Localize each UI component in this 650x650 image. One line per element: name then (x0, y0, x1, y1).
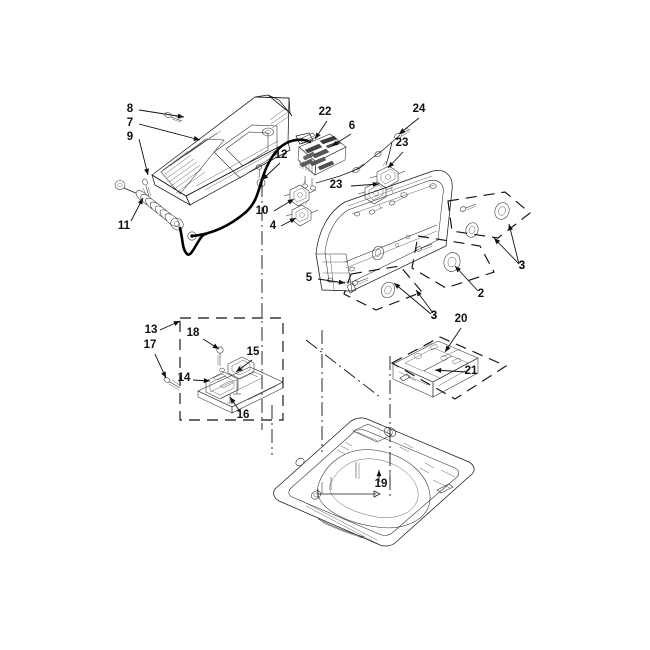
subassembly-20-dashed-diamond (390, 336, 508, 400)
harness-upper-branch (315, 127, 411, 184)
callout-number-20: 20 (455, 313, 468, 325)
leader-arrowhead-20 (445, 345, 451, 352)
callout-number-23: 23 (396, 137, 409, 149)
callout-number-5: 5 (306, 272, 313, 284)
leader-arrowhead-9 (144, 168, 149, 175)
leader-arrowhead-3 (494, 238, 501, 245)
callout-number-24: 24 (413, 103, 426, 115)
leader-arrowhead-2 (455, 266, 462, 273)
part-21-dispenser-housing (392, 340, 479, 398)
part-9-screw (142, 178, 152, 198)
leader-line-7 (138, 123, 201, 141)
leader-arrowhead-6 (332, 140, 339, 146)
callout-number-23: 23 (330, 179, 343, 191)
part-3-fastener-set-lower-right (411, 235, 495, 289)
leader-arrowhead-17 (161, 371, 166, 378)
callout-number-3: 3 (431, 310, 437, 322)
part-12-wire-harness (190, 132, 314, 238)
callout-number-4: 4 (270, 220, 277, 232)
part-3-fastener-set-lower-left (343, 265, 423, 311)
part-11-coil-spring-assembly (114, 180, 208, 256)
leader-arrowhead-4 (289, 218, 296, 224)
part-18-pin (216, 346, 224, 366)
leader-arrowhead-21 (435, 367, 442, 373)
leader-arrowhead-11 (137, 198, 143, 205)
leader-arrowhead-22 (315, 132, 321, 139)
leader-arrowhead-19 (376, 470, 382, 477)
callout-number-19: 19 (375, 478, 388, 490)
leader-arrowhead-10 (287, 199, 294, 205)
leader-arrowhead-12 (262, 173, 269, 180)
callout-number-2: 2 (478, 288, 484, 300)
callout-number-16: 16 (237, 409, 250, 421)
part-14-15-16-actuator (197, 356, 284, 414)
callout-leader-lines (130, 109, 520, 482)
callout-number-15: 15 (247, 346, 260, 358)
loose-screws-console (327, 197, 404, 283)
leader-line-3 (393, 282, 432, 315)
callout-number-22: 22 (319, 106, 332, 118)
callout-number-12: 12 (275, 149, 288, 161)
leader-arrowhead-14 (203, 378, 210, 384)
part-2-console-shell (315, 170, 453, 294)
part-19-washer-cabinet (273, 417, 475, 547)
callout-number-10: 10 (256, 205, 269, 217)
leader-arrowhead-7 (193, 136, 200, 141)
subassembly-13-dashed-box (179, 317, 284, 421)
leader-arrowhead-3 (416, 290, 422, 297)
leader-arrowhead-13 (173, 321, 180, 326)
callout-number-11: 11 (118, 220, 131, 232)
part-3-fastener-set-upper-right (447, 191, 531, 239)
leader-arrowhead-16 (230, 397, 236, 404)
callout-number-3: 3 (519, 260, 525, 272)
part-6-control-board (297, 133, 347, 191)
callout-number-3: 3 (519, 260, 525, 272)
leader-line-8 (138, 109, 185, 118)
callout-number-17: 17 (144, 339, 157, 351)
callout-number-13: 13 (145, 324, 158, 336)
callout-number-8: 8 (127, 103, 134, 115)
leader-arrowhead-3 (508, 224, 513, 231)
part-17-screw (163, 377, 182, 391)
leader-line-3 (508, 223, 520, 265)
callout-number-9: 9 (127, 131, 133, 143)
leader-arrowhead-18 (212, 343, 219, 349)
part-23-valve-lower (357, 181, 394, 210)
callout-number-6: 6 (349, 120, 355, 132)
callout-number-3: 3 (431, 310, 437, 322)
leader-arrowhead-23 (388, 161, 395, 168)
callout-number-18: 18 (187, 327, 200, 339)
leader-arrowhead-5 (338, 279, 345, 285)
callout-number-14: 14 (178, 372, 191, 384)
leader-arrowhead-8 (177, 113, 184, 119)
leader-arrowhead-15 (236, 366, 243, 372)
leader-arrowhead-3 (394, 283, 401, 289)
callout-number-21: 21 (465, 365, 478, 377)
console-top-panel (151, 94, 293, 206)
callout-number-7: 7 (127, 117, 133, 129)
leader-arrowhead-24 (399, 128, 406, 134)
leader-arrowhead-23 (372, 181, 379, 187)
